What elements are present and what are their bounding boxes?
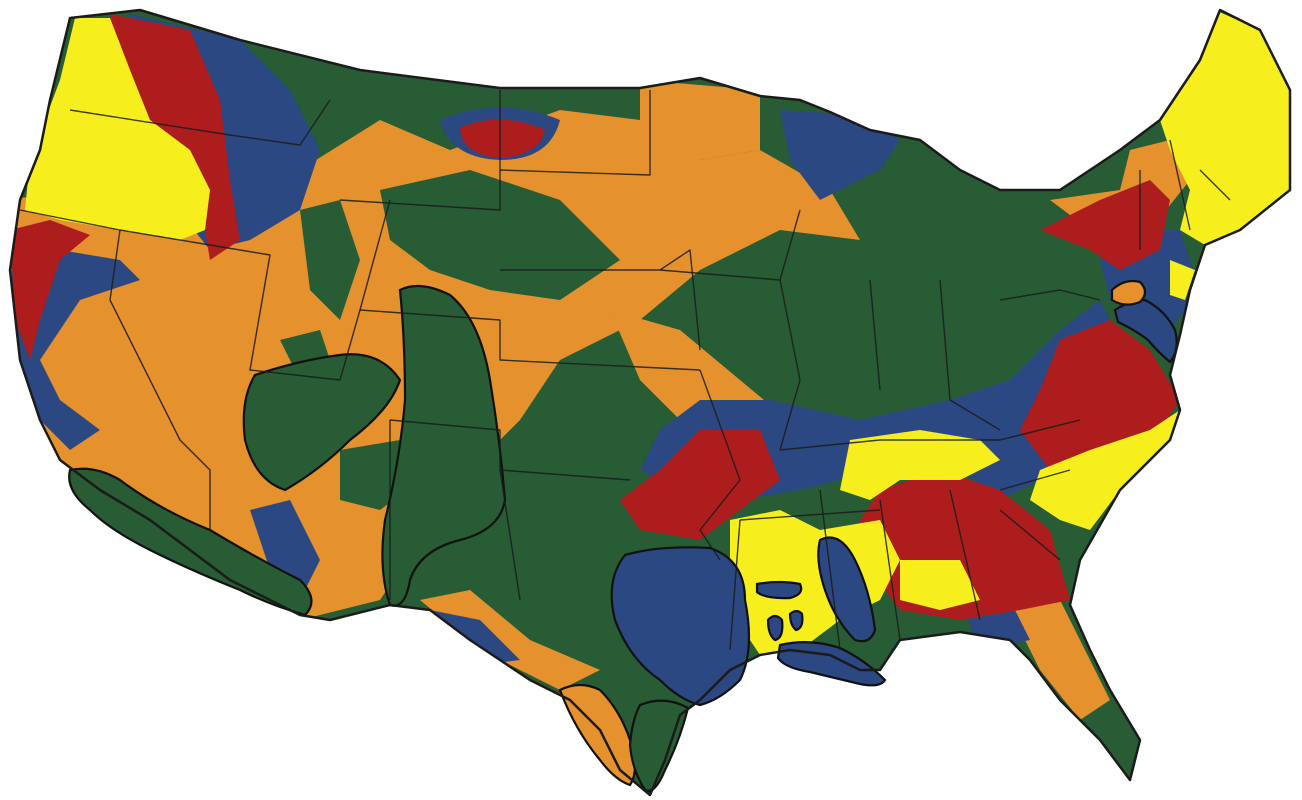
- zone-yellow: [1030, 410, 1180, 530]
- zone-yellow: [900, 560, 980, 610]
- zone-red: [1040, 180, 1170, 270]
- state-borders: [19, 90, 1231, 651]
- zone-yellow: [1160, 10, 1290, 245]
- zone-blue: [250, 500, 320, 600]
- zone-orange: [1010, 600, 1110, 720]
- zone-red: [460, 119, 545, 158]
- zone-green: [381, 284, 507, 607]
- zone-blue: [755, 580, 803, 600]
- zone-green: [628, 699, 690, 792]
- zone-blue: [610, 546, 751, 707]
- zone-blue: [817, 536, 877, 643]
- zone-blue: [766, 614, 784, 642]
- zone-green: [300, 200, 360, 320]
- us-outline: [8, 8, 1292, 797]
- zone-yellow: [840, 430, 1000, 500]
- zone-red: [620, 430, 780, 540]
- zone-green: [380, 170, 620, 300]
- zone-yellow: [1170, 260, 1195, 300]
- zone-yellow: [25, 18, 210, 240]
- zone-orange: [640, 80, 760, 160]
- zone-orange: [1110, 279, 1147, 306]
- zone-red: [10, 220, 90, 360]
- zone-orange: [420, 590, 600, 690]
- zone-blue: [430, 610, 520, 665]
- zone-blue: [780, 110, 900, 200]
- zone-blue: [788, 609, 804, 632]
- zone-green: [242, 353, 402, 492]
